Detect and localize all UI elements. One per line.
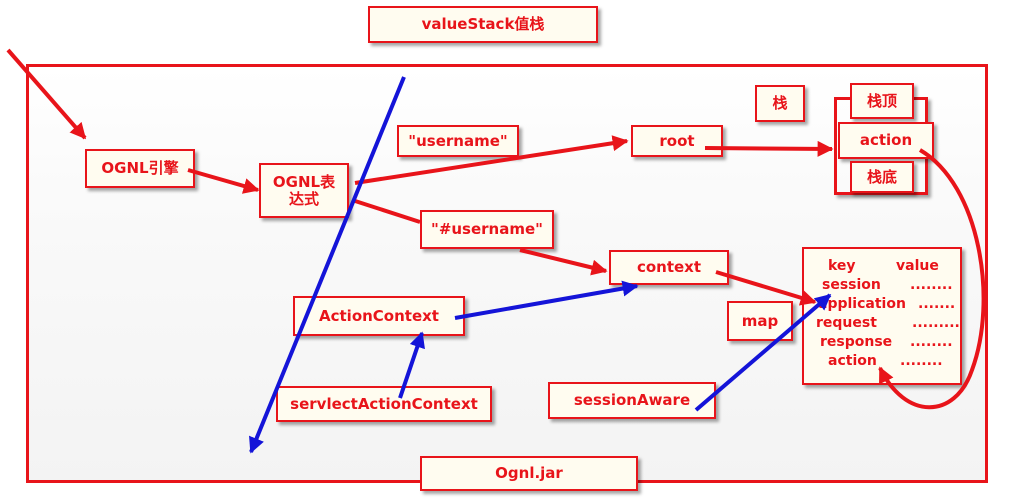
stack-bottom-box: 栈底 — [850, 161, 914, 193]
username-box: "username" — [397, 125, 519, 157]
hash-username-box: "#username" — [420, 210, 554, 249]
map-key-header: key — [828, 258, 856, 274]
map-table-header: key value — [804, 257, 960, 276]
map-row-action: action ........ — [804, 352, 960, 371]
stack-top-box: 栈顶 — [850, 83, 914, 119]
map-row-session: session ........ — [804, 276, 960, 295]
action-context-box: ActionContext — [293, 296, 465, 336]
arrow-hash-username-to-context — [519, 248, 608, 276]
map-row-value: ......... — [912, 315, 960, 331]
arrow-expression-to-root — [354, 135, 629, 185]
map-row-key: request — [816, 315, 877, 331]
session-aware-box: sessionAware — [548, 382, 716, 419]
map-row-value: ....... — [918, 296, 956, 312]
stack-action-box: action — [838, 122, 934, 159]
map-row-application: application ....... — [804, 295, 960, 314]
map-value-header: value — [896, 258, 939, 274]
arrow-action-context-to-context — [454, 280, 639, 320]
map-row-value: ........ — [900, 353, 943, 369]
arrow-context-to-map — [715, 270, 817, 306]
map-row-key: session — [822, 277, 881, 293]
map-row-response: response ........ — [804, 333, 960, 352]
value-stack-title: valueStack值栈 — [368, 6, 598, 43]
ognl-engine-box: OGNL引擎 — [85, 149, 195, 188]
arrow-blue-diagonal — [249, 76, 406, 454]
map-table: key value session ........ application .… — [802, 247, 962, 385]
map-row-key: response — [820, 334, 893, 350]
map-row-value: ........ — [910, 334, 953, 350]
arrow-root-to-stack — [704, 140, 834, 157]
ognl-expression-box: OGNL表达式 — [259, 163, 349, 218]
arrow-entry — [6, 48, 87, 140]
arrow-expression-to-hash-username — [351, 198, 421, 224]
ognl-jar-label: Ognl.jar — [420, 456, 638, 491]
arrow-stack-action-to-map-action — [878, 148, 986, 410]
arrow-session-aware-to-map — [694, 293, 832, 412]
map-row-request: request ......... — [804, 314, 960, 333]
map-row-key: action — [828, 353, 877, 369]
arrow-engine-to-expression — [187, 168, 260, 194]
context-box: context — [609, 250, 729, 285]
root-box: root — [631, 125, 723, 157]
map-row-key: application — [818, 296, 906, 312]
arrow-servlet-to-action-context — [398, 331, 425, 399]
stack-label-box: 栈 — [755, 85, 805, 122]
map-row-value: ........ — [910, 277, 953, 293]
servlet-action-context-box: servlectActionContext — [276, 386, 492, 422]
